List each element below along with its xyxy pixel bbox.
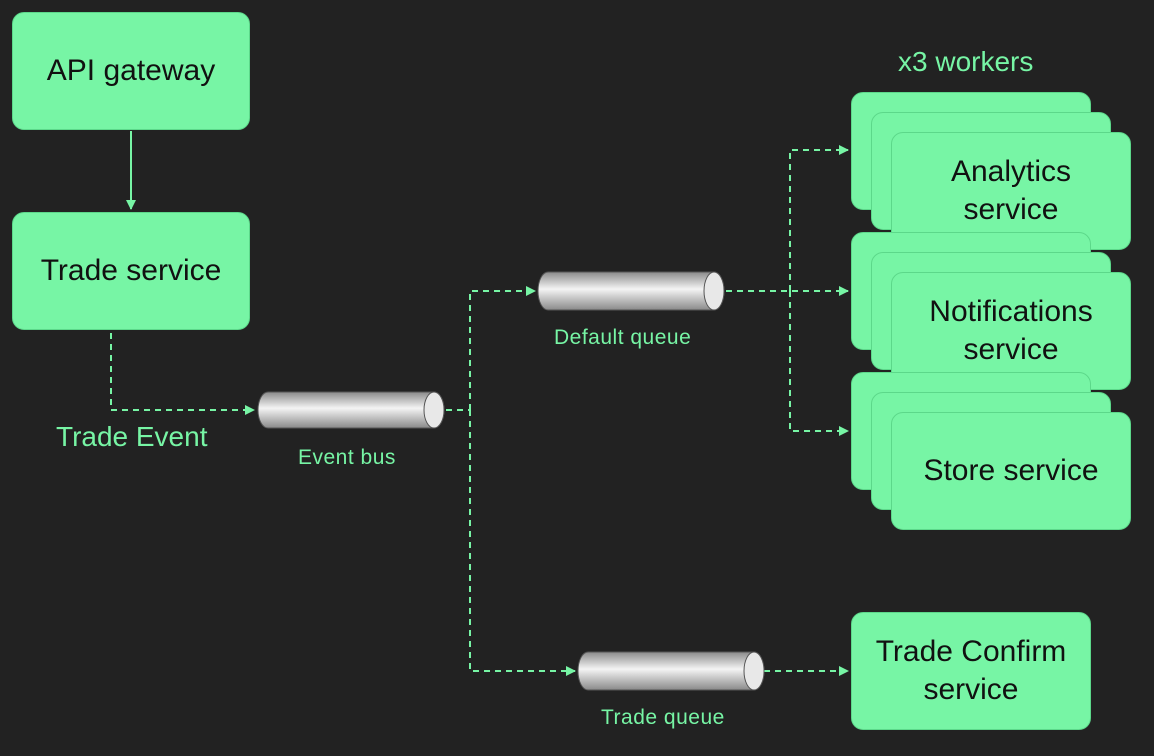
default-queue-label: Default queue — [554, 326, 692, 349]
arrow-default-queue-to-store — [789, 291, 849, 436]
notifications-service-label: Notifications service — [929, 295, 1093, 366]
api-gateway-label: API gateway — [46, 54, 216, 87]
analytics-service-box: Analytics service — [891, 132, 1131, 250]
analytics-service-label: Analytics service — [950, 155, 1072, 226]
store-service-box: Store service — [891, 412, 1131, 530]
default-queue-cylinder — [537, 271, 725, 311]
event-bus-label: Event bus — [298, 446, 396, 469]
event-bus-cylinder — [257, 391, 445, 429]
arrow-default-queue-to-analytics — [789, 145, 849, 291]
arrow-trade-service-to-event-bus — [110, 333, 255, 415]
trade-service-box: Trade service — [12, 212, 250, 330]
api-gateway-box: API gateway — [12, 12, 250, 130]
trade-confirm-service-label: Trade Confirm service — [875, 635, 1067, 706]
trade-queue-label: Trade queue — [601, 706, 725, 729]
arrow-event-bus-to-default-queue — [469, 286, 536, 410]
workers-label: x3 workers — [898, 46, 1034, 77]
trade-confirm-service-box: Trade Confirm service — [851, 612, 1091, 730]
trade-queue-cylinder — [577, 651, 765, 691]
trade-service-label: Trade service — [40, 254, 222, 287]
store-service-label: Store service — [923, 454, 1099, 487]
trade-event-label: Trade Event — [56, 421, 208, 452]
notifications-service-box: Notifications service — [891, 272, 1131, 390]
arrow-event-bus-to-trade-queue — [469, 410, 576, 676]
